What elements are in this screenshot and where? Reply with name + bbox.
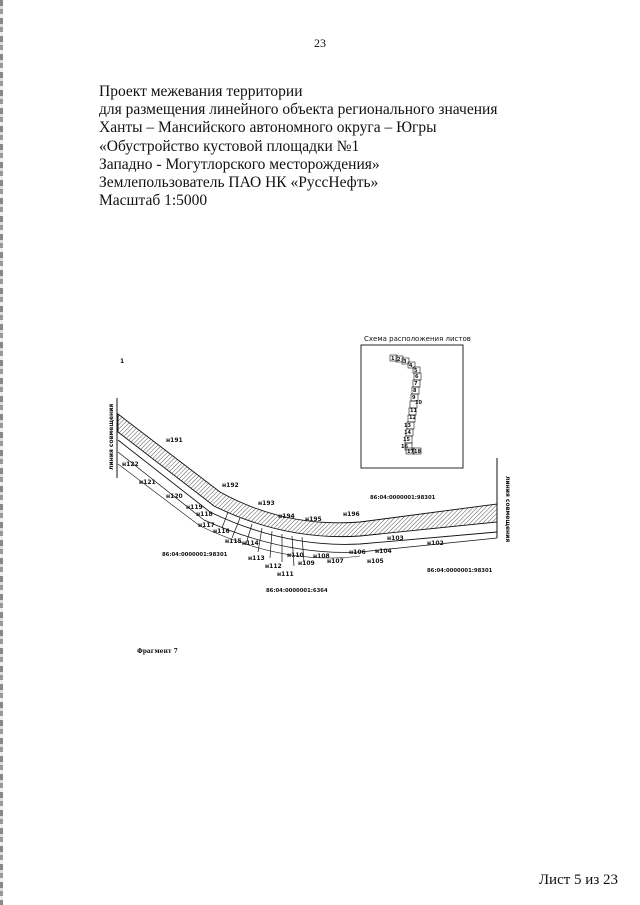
inset-sheet-outlines <box>389 354 422 455</box>
point-label: н107 <box>327 558 344 565</box>
point-label: н108 <box>313 553 330 560</box>
title-line-5: Западно - Могутлорского месторождения» <box>99 155 380 173</box>
match-line-right-label: линия совмещения <box>504 476 511 542</box>
inset-sheet-number: 10 <box>415 400 422 406</box>
point-label: н111 <box>277 571 294 578</box>
inset-title: Схема расположения листов <box>364 335 471 343</box>
point-label: н191 <box>166 437 183 444</box>
point-label: н102 <box>427 540 444 547</box>
parcel-number: 86:04:0000001:6364 <box>266 588 328 594</box>
point-label: н120 <box>166 493 183 500</box>
inset-sheet-number: 5 <box>414 368 418 374</box>
point-label: н105 <box>367 558 384 565</box>
point-label: н116 <box>213 528 230 535</box>
corridor-outer-line-2 <box>117 451 498 553</box>
point-label: н192 <box>222 482 239 489</box>
title-line-4: «Обустройство кустовой площадки №1 <box>99 137 360 155</box>
match-line-left-label: линия совмещения <box>108 404 115 470</box>
sheet-counter: Лист 5 из 23 <box>538 872 618 888</box>
page-number: 23 <box>314 36 326 50</box>
inset-sheet-number: 2 <box>397 357 401 363</box>
title-line-2: для размещения линейного объекта региона… <box>99 101 498 119</box>
parcel-number: 86:04:0000001:98301 <box>162 552 228 558</box>
title-block: Проект межевания территории для размещен… <box>99 83 497 210</box>
point-label: н195 <box>305 516 322 523</box>
parcel-number: 86:04:0000001:98301 <box>370 495 436 501</box>
inset-sheet-number: 7 <box>414 381 418 387</box>
scan-edge <box>0 0 3 905</box>
point-label: н122 <box>122 461 139 468</box>
inset-sheet-number: 18 <box>414 449 421 455</box>
point-label: н196 <box>343 511 360 518</box>
point-label: н193 <box>258 500 275 507</box>
boundary-ticks <box>221 511 305 567</box>
corridor-outer-line-3 <box>117 463 361 559</box>
title-line-1: Проект межевания территории <box>99 83 303 100</box>
north-mark: 1 <box>120 358 124 365</box>
corridor-outer-line <box>117 439 498 545</box>
point-label: н104 <box>375 548 392 555</box>
point-label: н117 <box>198 522 215 529</box>
corridor-band <box>117 413 498 538</box>
inset-sheet-number: 4 <box>409 363 413 369</box>
sheet-layout-inset: Схема расположения листов 1 2 3 4 <box>360 335 471 469</box>
inset-sheet-number: 12 <box>409 415 416 421</box>
title-line-6: Землепользователь ПАО НК «РуссНефть» <box>99 174 379 192</box>
inset-sheet-numbers: 1 2 3 4 5 6 7 8 9 10 11 12 13 14 15 16 1… <box>391 356 422 455</box>
fragment-label: Фрагмент 7 <box>137 648 178 655</box>
title-line-7: Масштаб 1:5000 <box>99 192 208 210</box>
point-label: н109 <box>298 560 315 567</box>
point-label: н110 <box>287 552 304 559</box>
point-label: н114 <box>242 540 259 547</box>
inset-sheet-number: 8 <box>413 388 417 394</box>
point-label: н115 <box>225 538 242 545</box>
inset-sheet-number: 1 <box>391 356 395 362</box>
inset-sheet-number: 16 <box>401 444 408 450</box>
inset-sheet-number: 11 <box>410 408 417 414</box>
inset-sheet-number: 14 <box>404 430 411 436</box>
point-label: н194 <box>278 513 295 520</box>
inset-sheet-number: 13 <box>404 423 411 429</box>
inset-sheet-number: 15 <box>403 437 410 443</box>
point-label: н113 <box>248 555 265 562</box>
point-label: н112 <box>265 563 282 570</box>
title-line-3: Ханты – Мансийского автономного округа –… <box>99 119 437 137</box>
parcel-number: 86:04:0000001:98301 <box>427 568 493 574</box>
inset-sheet-number: 3 <box>403 359 407 365</box>
point-label: н121 <box>139 479 156 486</box>
point-label: н106 <box>349 549 366 556</box>
point-label: н103 <box>387 535 404 542</box>
inset-sheet-number: 17 <box>407 449 414 455</box>
inset-sheet-number: 9 <box>412 395 416 401</box>
point-label: н119 <box>186 504 203 511</box>
inset-sheet-number: 6 <box>415 374 419 380</box>
point-label: н118 <box>196 511 213 518</box>
